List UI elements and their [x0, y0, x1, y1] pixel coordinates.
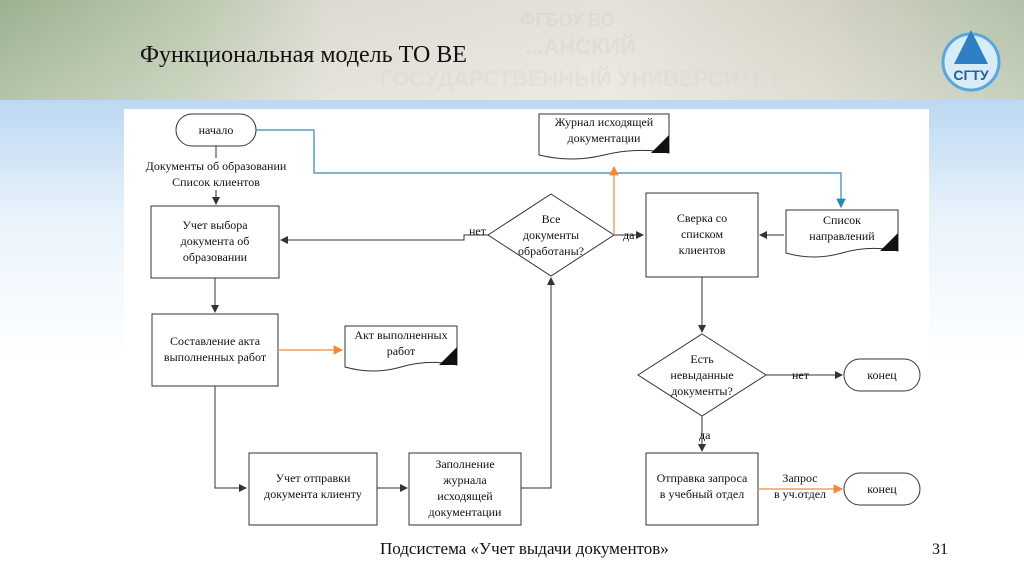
process-select-line-3: образовании — [183, 250, 248, 264]
process-act-line-2: выполненных работ — [164, 350, 267, 364]
decision-all-line-2: документы — [523, 228, 579, 242]
input-documents: Документы об образовании — [146, 159, 287, 173]
label-yes-1: да — [623, 228, 635, 242]
edge-start-to-list — [256, 129, 846, 209]
process-send-line-2: документа клиенту — [264, 487, 362, 501]
process-request: Отправка запроса в учебный отдел — [645, 452, 759, 526]
decision-undelivered-line-3: документы? — [671, 384, 733, 398]
process-check: Сверка со списком клиентов — [645, 192, 759, 278]
doc-act-line-2: работ — [387, 344, 416, 358]
diagram-panel: начало Документы об образовании Список к… — [124, 109, 929, 533]
edge-act-to-send — [214, 386, 247, 492]
header-photo: ФГБОУ ВО ...АНСКИЙ ГОСУДАРСТВЕННЫЙ УНИВЕ… — [0, 0, 1024, 100]
process-journal-line-2: журнала — [442, 473, 487, 487]
label-no-1: нет — [469, 224, 487, 238]
sign-line-2: ...АНСКИЙ — [525, 34, 636, 59]
process-request-line-1: Отправка запроса — [657, 471, 748, 485]
page-number: 31 — [932, 541, 948, 558]
edge-journal-to-decision — [521, 277, 555, 489]
decision-undelivered-line-1: Есть — [690, 352, 714, 366]
decision-all-line-1: Все — [542, 212, 561, 226]
doc-list-line-1: Список — [823, 213, 861, 227]
doc-journal-line-2: документации — [568, 131, 642, 145]
sign-line-1: ФГБОУ ВО — [520, 10, 615, 30]
end-terminator-2: конец — [843, 472, 921, 506]
process-check-line-3: клиентов — [679, 243, 726, 257]
process-select-line-1: Учет выбора — [182, 218, 248, 232]
doc-list-line-2: направлений — [809, 229, 875, 243]
decision-undelivered: Есть невыданные документы? — [637, 333, 767, 417]
process-journal-line-3: исходящей — [437, 489, 493, 503]
end-terminator-1: конец — [843, 358, 921, 392]
decision-undelivered-line-2: невыданные — [670, 368, 733, 382]
label-yes-2: да — [699, 428, 711, 442]
label-no-2: нет — [792, 368, 810, 382]
slide-title: Функциональная модель ТО ВЕ — [140, 42, 467, 68]
process-check-line-1: Сверка со — [677, 211, 727, 225]
doc-journal-line-1: Журнал исходящей — [555, 115, 654, 129]
logo-text: СГТУ — [953, 67, 989, 83]
start-label: начало — [199, 123, 234, 137]
doc-act-line-1: Акт выполненных — [354, 328, 447, 342]
input-clients: Список клиентов — [172, 175, 260, 189]
process-check-line-2: списком — [681, 227, 723, 241]
decision-all-line-3: обработаны? — [518, 244, 584, 258]
process-act-line-1: Составление акта — [170, 334, 261, 348]
process-select-line-2: документа об — [181, 234, 250, 248]
doc-act: Акт выполненных работ — [344, 325, 458, 372]
process-send-line-1: Учет отправки — [276, 471, 351, 485]
label-request-line-1: Запрос — [782, 471, 817, 485]
process-send: Учет отправки документа клиенту — [248, 452, 378, 526]
process-journal-line-1: Заполнение — [435, 457, 494, 471]
process-journal: Заполнение журнала исходящей документаци… — [408, 452, 522, 526]
end-2-label: конец — [867, 482, 897, 496]
start-terminator: начало — [175, 113, 257, 147]
process-journal-line-4: документации — [429, 505, 503, 519]
process-act: Составление акта выполненных работ — [151, 313, 279, 387]
edge-decision-no-to-select — [280, 234, 488, 244]
sign-line-3: ГОСУДАРСТВЕННЫЙ УНИВЕРСИТЕТ — [380, 66, 782, 91]
doc-list: Список направлений — [785, 209, 899, 258]
end-1-label: конец — [867, 368, 897, 382]
decision-all-processed: Все документы обработаны? — [487, 193, 615, 277]
slide-footer: Подсистема «Учет выдачи документов» — [380, 539, 669, 558]
doc-journal: Журнал исходящей документации — [538, 113, 670, 160]
process-select: Учет выбора документа об образовании — [150, 205, 280, 279]
label-request-line-2: в уч.отдел — [774, 487, 826, 501]
flowchart: начало Документы об образовании Список к… — [146, 113, 921, 526]
process-request-line-2: в учебный отдел — [660, 487, 744, 501]
university-logo: СГТУ — [941, 30, 1001, 92]
